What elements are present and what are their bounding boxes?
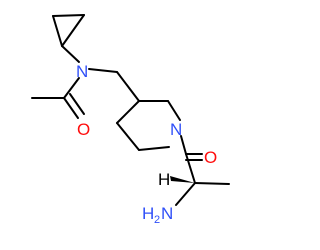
- bonds: [31, 14, 230, 206]
- atom-h-stereo: H: [158, 170, 170, 189]
- atom-labels: N O N O H H 2 N: [76, 62, 217, 226]
- atom-n-ring: N: [170, 120, 182, 139]
- bond-ch2-ring: [116, 71, 140, 102]
- bond-cyclopropyl-3: [61, 14, 85, 47]
- atom-n-amide: N: [76, 62, 88, 81]
- bond-acetyl-co-1: [63, 97, 79, 119]
- bond-alpha-methyl: [194, 182, 230, 185]
- bond-stereo-wedge: [170, 176, 195, 183]
- atom-nh2-h: H: [142, 204, 154, 223]
- bond-n-carbonyl: [63, 77, 80, 99]
- bond-carbonyl-alpha: [185, 153, 196, 184]
- atom-o-carbonyl: O: [204, 148, 217, 167]
- bond-cyclopropyl-n: [61, 45, 80, 63]
- bond-ring-1: [116, 100, 140, 124]
- bond-alpha-nh2: [175, 182, 196, 206]
- bond-cyclopropyl-1: [52, 15, 63, 47]
- atom-o-acetyl: O: [77, 120, 90, 139]
- bond-ringn-carbonyl: [180, 135, 187, 155]
- bond-ring-3: [138, 146, 170, 151]
- bond-ring-2: [116, 122, 140, 151]
- molecule-structure: N O N O H H 2 N: [31, 14, 230, 226]
- bond-ring-4: [167, 100, 181, 121]
- atom-nh2-n: N: [161, 204, 173, 223]
- bond-acetyl-co-2: [69, 93, 85, 115]
- bond-cyclopropyl-2: [52, 14, 85, 17]
- bond-n-ch2: [88, 68, 118, 73]
- atom-nh2-subscript: 2: [154, 214, 160, 226]
